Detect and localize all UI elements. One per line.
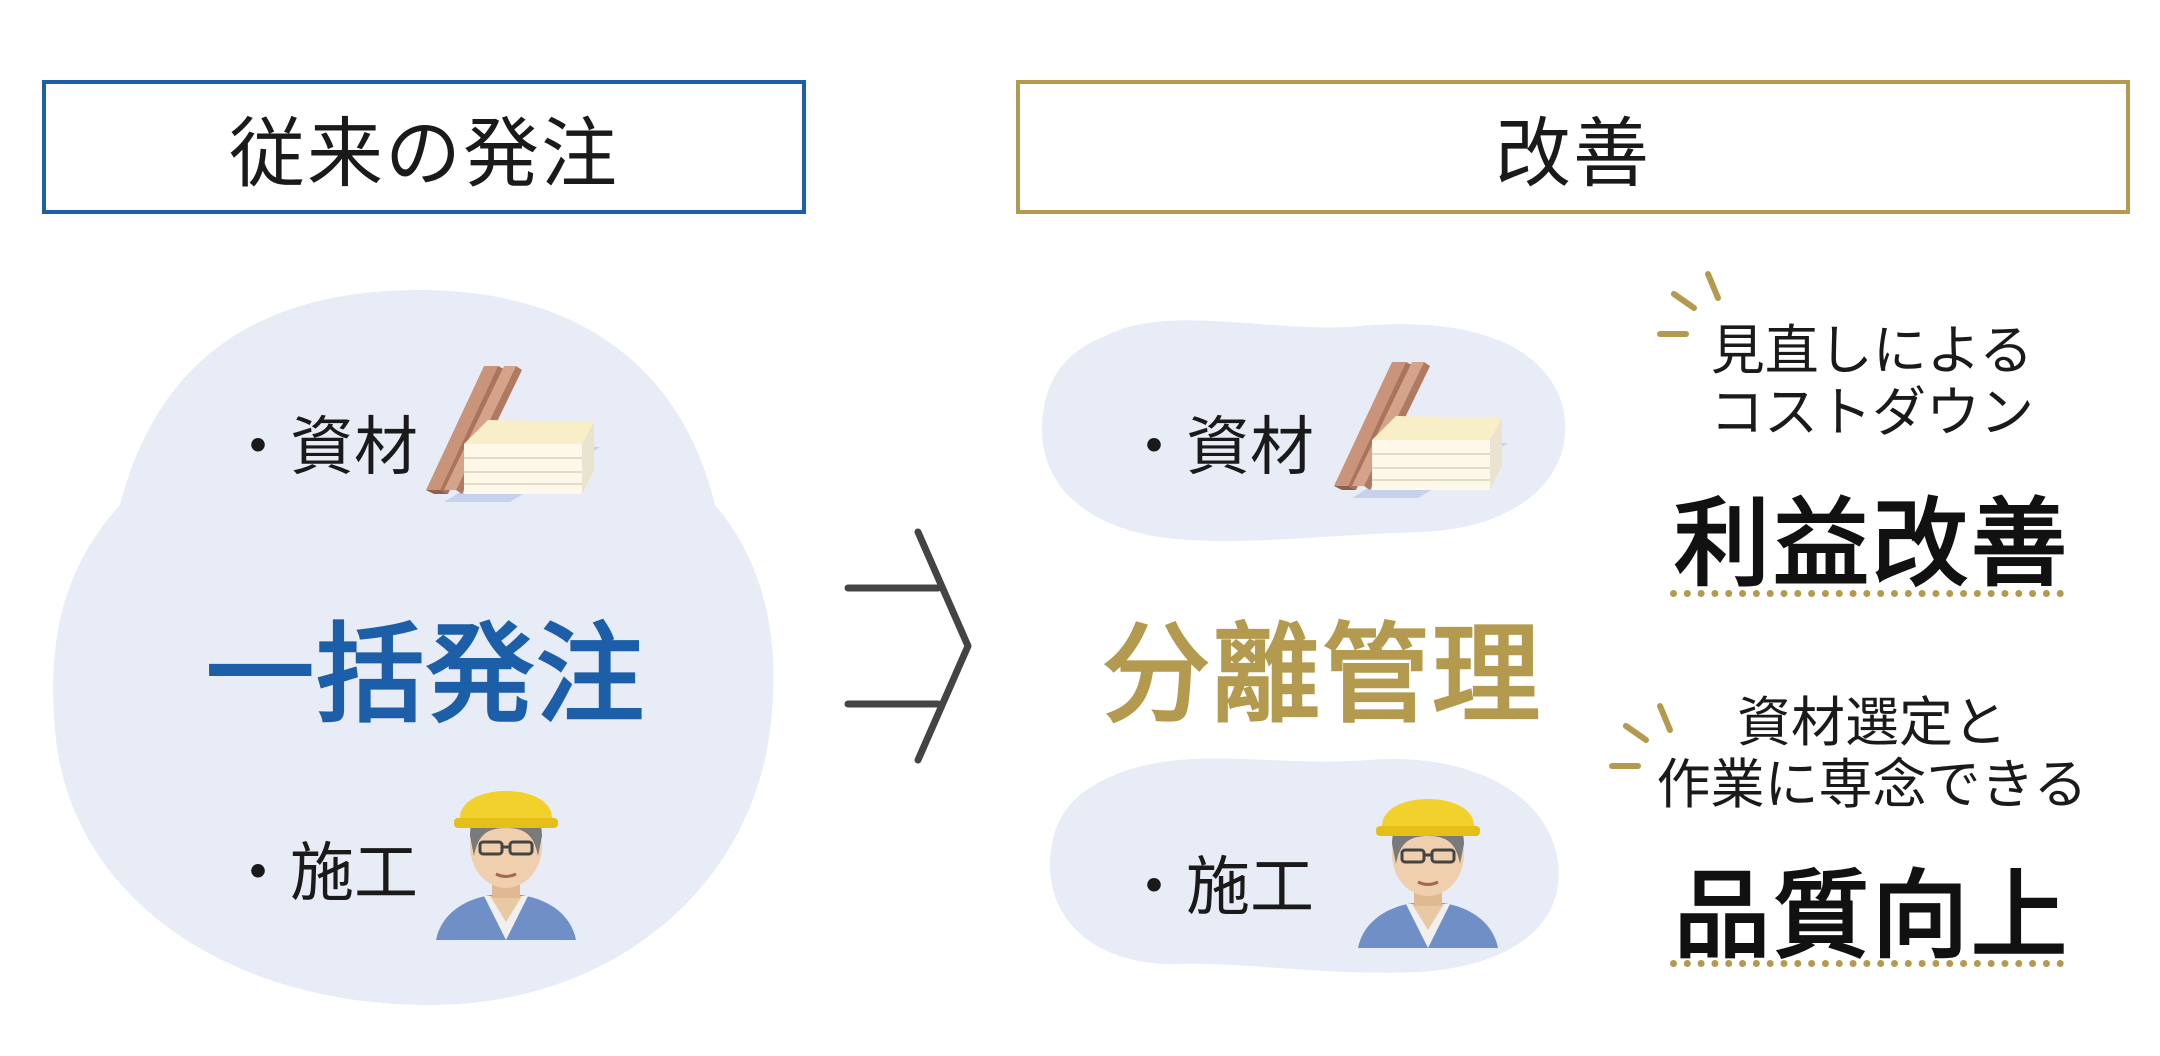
lumber-icon [1334, 362, 1508, 498]
benefit2-line1: 資材選定と [1737, 691, 2007, 754]
right-item-materials: ・資材 [1122, 411, 1314, 485]
benefit1-line1: 見直しによる [1710, 319, 2034, 382]
worker-icon [1358, 799, 1498, 948]
benefit1-description: 見直しによる コストダウン [1652, 320, 2092, 444]
sparkle-icon [1609, 703, 1673, 769]
lumber-icon [426, 366, 600, 502]
benefit2-description: 資材選定と 作業に専念できる [1652, 692, 2092, 816]
worker-icon [436, 791, 576, 940]
sparkle-icon [1657, 271, 1721, 337]
benefit1-line2: コストダウン [1710, 381, 2034, 444]
left-main-label: 一括発注 [206, 613, 647, 738]
right-item-construction: ・施工 [1122, 851, 1314, 925]
benefit1-result: 利益改善 [1674, 488, 2070, 600]
right-main-label: 分離管理 [1102, 613, 1543, 738]
arrow-icon [844, 528, 972, 764]
left-item-materials: ・資材 [226, 411, 418, 485]
benefit2-line2: 作業に専念できる [1656, 753, 2088, 816]
header-conventional-order-label: 従来の発注 [229, 109, 619, 198]
left-item-construction: ・施工 [226, 837, 418, 911]
header-improvement: 改善 [1016, 80, 2130, 214]
header-conventional-order: 従来の発注 [42, 80, 806, 214]
benefit1-underline [1670, 590, 2064, 597]
benefit2-underline [1670, 960, 2064, 967]
header-improvement-label: 改善 [1495, 109, 1651, 198]
benefit2-result: 品質向上 [1674, 860, 2070, 972]
